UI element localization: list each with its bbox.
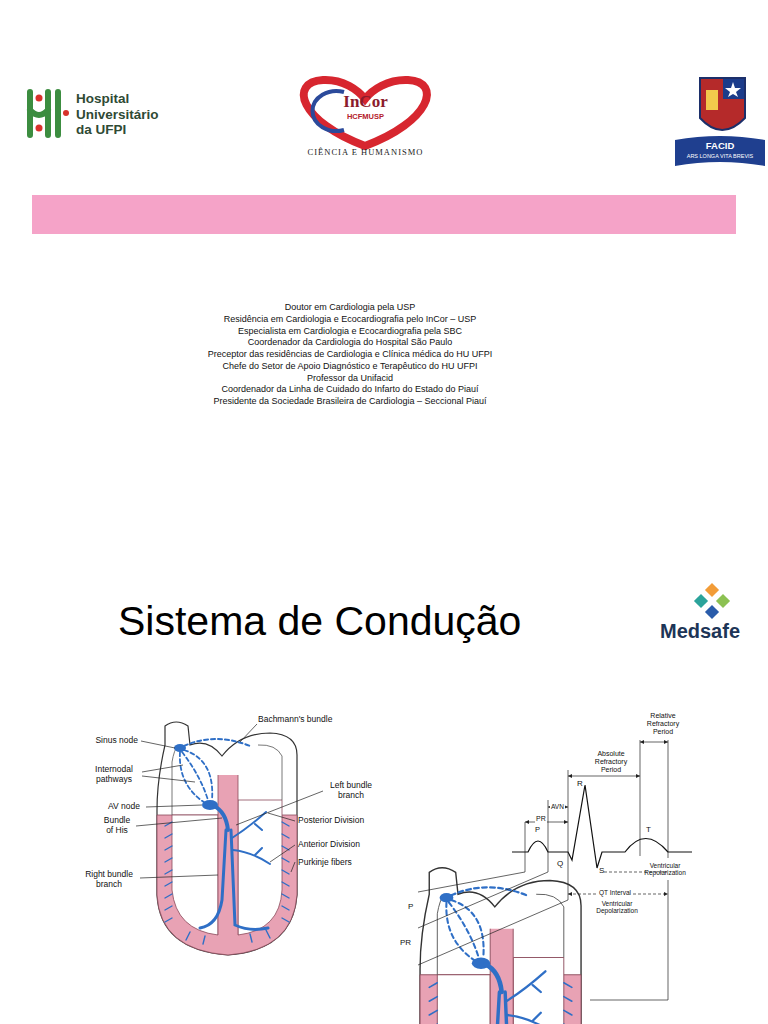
heart-left [157, 722, 297, 955]
ecg-label: PR [400, 938, 411, 947]
illustration-stroke [525, 742, 668, 822]
medsafe-icon [694, 583, 730, 619]
illustration-stroke [675, 136, 765, 166]
illustration-stroke [36, 125, 43, 132]
illustration-stroke [716, 594, 730, 608]
author-credential: Coordenador da Cardiologia do Hospital S… [0, 337, 700, 347]
heart-right [420, 868, 581, 1024]
anatomy-label: Internodal pathways [88, 765, 140, 785]
author-credential: Preceptor das residências de Cardiologia… [0, 349, 700, 359]
illustration-stroke [590, 1000, 668, 1001]
pink-band [32, 195, 736, 234]
illustration-stroke [36, 95, 43, 102]
author-credential: Chefe do Setor de Apoio Diagnóstico e Te… [0, 361, 700, 371]
anatomy-label: AV node [108, 802, 140, 812]
logo-wordmark: InCor [278, 92, 453, 112]
illustration-stroke [268, 813, 295, 821]
logo-motto: CIÊNCIA E HUMANISMO [278, 148, 453, 158]
crest-motto: ARS LONGA VITA BREVIS [678, 153, 762, 159]
anatomy-label: Bundle of His [100, 816, 134, 836]
ecg-label: QT Interval [598, 889, 632, 896]
sponsor-logo-text: Medsafe [660, 620, 740, 643]
anatomy-label: Posterior Division [298, 816, 364, 826]
ecg-label: Ventricular Depolarization [588, 900, 646, 915]
anatomy-label: Left bundle branch [325, 781, 377, 801]
ecg-label: T [646, 825, 651, 834]
illustration-stroke [63, 110, 69, 116]
hospital-logo-icon [30, 92, 69, 135]
illustration-stroke [30, 92, 58, 135]
ecg-label: Relative Refractory Period [640, 712, 686, 736]
author-credential: Coordenador da Linha de Cuidado do Infar… [0, 384, 700, 394]
ecg-label: Q [557, 859, 563, 868]
ecg-label: S [599, 866, 604, 875]
author-credential: Professor da Unifacid [0, 373, 700, 383]
logo-subtitle: HCFMUSP [278, 113, 453, 122]
author-credential: Residência em Cardiologia e Ecocardiogra… [0, 314, 700, 324]
ecg-label: PR [535, 815, 547, 823]
illustration-stroke [141, 741, 175, 748]
illustration-stroke [705, 583, 719, 597]
illustration-stroke [723, 79, 744, 99]
anatomy-label: Bachmann's bundle [258, 715, 332, 725]
ecg-trace [512, 785, 692, 868]
ecg-label: AVN [550, 803, 565, 810]
illustration-stroke [240, 724, 257, 742]
illustration-stroke [136, 818, 222, 826]
ecg-label: P [408, 902, 413, 911]
illustration-stroke [512, 785, 692, 868]
anatomy-label: Right bundle branch [80, 870, 138, 890]
anatomy-label: Anterior Division [298, 840, 360, 850]
illustration-stroke [706, 90, 718, 110]
ecg-label: P [535, 826, 540, 835]
illustration-stroke [694, 594, 708, 608]
author-credential: Especialista em Cardiologia e Ecocardiog… [0, 326, 700, 336]
hospital-logo-text: Hospital Universitário da UFPI [76, 91, 171, 138]
anatomy-label: Purkinje fibers [298, 858, 352, 868]
author-credential: Presidente da Sociedade Brasileira de Ca… [0, 396, 700, 406]
slide-title: Sistema de Condução [118, 598, 521, 645]
illustration-stroke [705, 605, 719, 619]
author-credential: Doutor em Cardiologia pela USP [0, 302, 700, 312]
leader-lines [136, 724, 323, 878]
ecg-label: Absolute Refractory Period [586, 750, 636, 774]
interval-markers [418, 740, 668, 1000]
illustration-stroke [270, 845, 295, 862]
illustration-stroke [568, 740, 668, 778]
logo-c-mark [313, 91, 344, 131]
logo-box: InCorHCFMUSP CIÊNCIA E HUMANISMO [278, 72, 453, 163]
illustration-stroke [725, 82, 741, 97]
ecg-label: R [577, 779, 583, 788]
illustration-stroke [142, 765, 195, 782]
facid-crest [675, 78, 765, 166]
illustration-stroke [418, 872, 568, 965]
illustration-stroke [700, 78, 745, 130]
illustration-stroke [140, 875, 218, 878]
ecg-label: Ventricular Repolarization [634, 862, 696, 877]
illustration-stroke [146, 805, 202, 807]
crest-banner: FACID [690, 141, 750, 152]
illustration-stroke [291, 862, 295, 872]
anatomy-label: Sinus node [70, 736, 138, 746]
